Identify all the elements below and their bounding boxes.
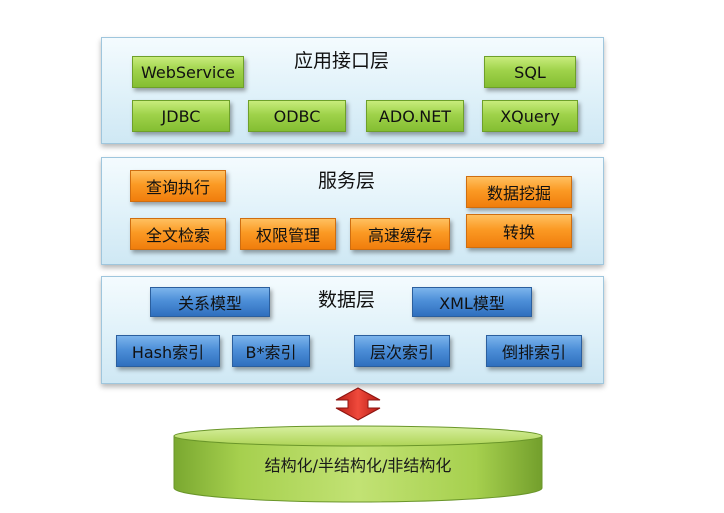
box-query-exec: 查询执行 xyxy=(130,170,226,202)
box-webservice: WebService xyxy=(132,56,244,88)
bidirectional-arrow-icon xyxy=(335,387,381,421)
layer-data: 数据层 关系模型 XML模型 Hash索引 B*索引 层次索引 倒排索引 xyxy=(101,276,604,384)
layer-title-data: 数据层 xyxy=(318,289,376,311)
box-sql: SQL xyxy=(484,56,576,88)
box-btree-index: B*索引 xyxy=(232,335,310,367)
box-relational-model: 关系模型 xyxy=(150,287,270,317)
storage-label: 结构化/半结构化/非结构化 xyxy=(264,456,452,475)
layer-title-service: 服务层 xyxy=(318,170,376,192)
box-fulltext: 全文检索 xyxy=(130,218,226,250)
box-xquery: XQuery xyxy=(482,100,578,132)
box-adonet: ADO.NET xyxy=(366,100,464,132)
box-hash-index: Hash索引 xyxy=(116,335,220,367)
storage-cylinder xyxy=(173,425,543,503)
box-permission: 权限管理 xyxy=(240,218,336,250)
box-xml-model: XML模型 xyxy=(412,287,532,317)
box-inverted-index: 倒排索引 xyxy=(486,335,582,367)
box-odbc: ODBC xyxy=(248,100,346,132)
layer-app-interface: 应用接口层 WebService SQL JDBC ODBC ADO.NET X… xyxy=(101,37,604,144)
box-jdbc: JDBC xyxy=(132,100,230,132)
box-transform: 转换 xyxy=(466,214,572,248)
layer-title-app: 应用接口层 xyxy=(294,50,390,72)
box-level-index: 层次索引 xyxy=(354,335,450,367)
box-cache: 高速缓存 xyxy=(350,218,450,250)
layer-service: 服务层 查询执行 数据挖掘 全文检索 权限管理 高速缓存 转换 xyxy=(101,157,604,265)
box-data-mining: 数据挖掘 xyxy=(466,176,572,208)
